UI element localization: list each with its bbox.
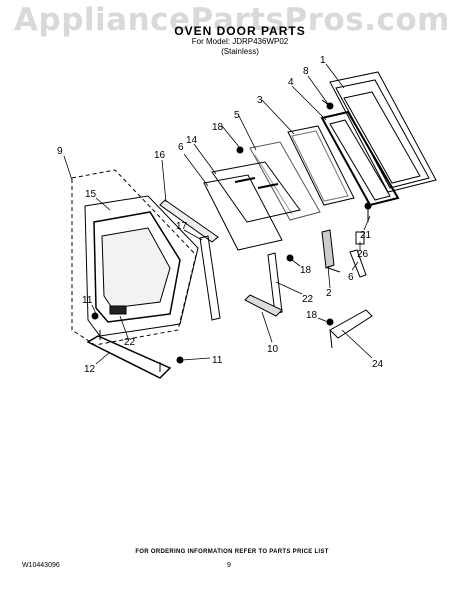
part-10-bottom-plate	[244, 294, 283, 317]
part-8-screw	[321, 99, 334, 110]
callout-4: 4	[288, 77, 294, 88]
finish-line: (Stainless)	[221, 47, 259, 56]
watermark: AppliancePartsPros.com	[14, 2, 450, 38]
part-21-screw	[364, 202, 372, 222]
part-6-bracket	[349, 249, 367, 278]
callout-25: 24	[372, 359, 384, 370]
part-22-badge	[109, 305, 127, 315]
callout-15: 15	[85, 189, 97, 200]
callout-12: 12	[84, 364, 96, 375]
part-3-glass-panel	[287, 125, 355, 206]
callout-7: 6	[178, 142, 184, 153]
callout-14: 14	[186, 135, 198, 146]
part-9-door-assembly-outline	[71, 169, 197, 346]
part-4-inner-frame	[320, 110, 400, 207]
callout-21: 21	[360, 230, 372, 241]
part-12-handle	[86, 330, 172, 379]
callout-10: 10	[267, 344, 279, 355]
callout-2: 2	[326, 288, 332, 299]
part-14-vent-panel	[211, 161, 301, 223]
part-16-trim-strip	[159, 199, 219, 243]
part-5-frame	[249, 141, 321, 221]
callout-24: 22	[302, 294, 314, 305]
callout-11-left: 11	[82, 295, 93, 306]
callout-3: 3	[257, 95, 263, 106]
page-title: OVEN DOOR PARTS	[174, 24, 306, 38]
callout-16: 16	[154, 150, 166, 161]
model-line: For Model: JDRP436WP02	[191, 37, 289, 46]
model-info: For Model: JDRP436WP02 (Stainless)	[150, 37, 330, 57]
ordering-note: FOR ORDERING INFORMATION REFER TO PARTS …	[135, 549, 329, 555]
callout-5: 5	[234, 110, 240, 121]
callout-1: 1	[320, 55, 326, 66]
part-25-lever	[329, 309, 373, 349]
part-18-screw-upper	[236, 146, 244, 154]
callout-6: 6	[348, 272, 354, 283]
callout-8: 8	[303, 66, 309, 77]
callout-18-middle: 18	[300, 265, 312, 276]
callout-labels: 1 4 8 3 5 18 14 6 16 9 15 17 21 26 6 2 1…	[57, 55, 384, 375]
callout-22: 22	[124, 337, 136, 348]
part-7-inner-glass	[203, 174, 283, 251]
part-11-screws	[91, 312, 184, 364]
callout-9: 9	[57, 146, 63, 157]
part-17-side-strip	[199, 235, 221, 321]
part-15-door-front	[84, 195, 199, 337]
callout-18-lower: 18	[306, 310, 318, 321]
callout-11-right: 11	[212, 355, 223, 366]
page-number: 9	[227, 562, 231, 569]
part-2-hinge	[321, 229, 341, 273]
callout-17: 17	[176, 221, 188, 232]
document-number: W10443096	[22, 562, 60, 569]
part-24-hinge-channel	[267, 252, 283, 315]
leader-lines	[63, 63, 373, 365]
callout-18-upper: 18	[212, 122, 224, 133]
callout-26: 26	[357, 249, 369, 260]
